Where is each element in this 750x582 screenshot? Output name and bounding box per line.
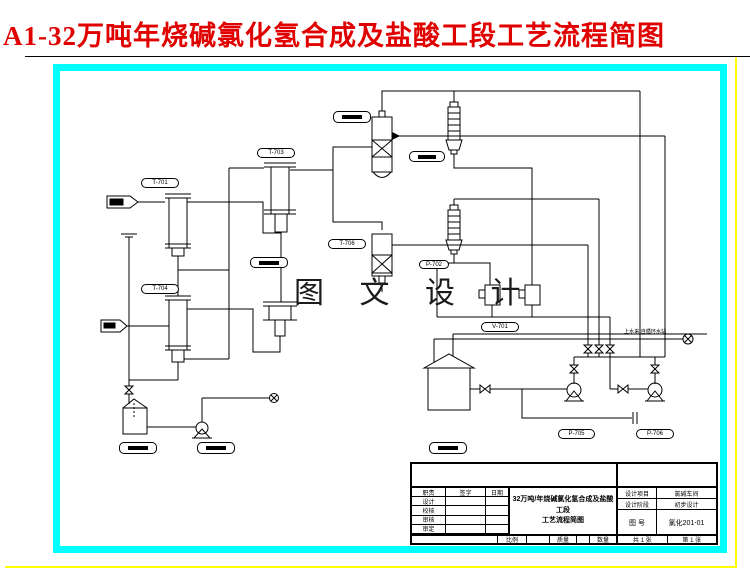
sign-header-date: 日期: [486, 488, 509, 498]
synthesis-column-lower: [371, 233, 393, 284]
qty-label: 数量: [589, 535, 616, 544]
segmented-cooler-lower: [445, 204, 463, 255]
pump-small: [192, 421, 212, 439]
equipment-tag-v-701: V-701: [481, 322, 519, 332]
drawing-title-line1: 32万吨/年烧碱氯化氢合成及盐酸工段: [512, 496, 614, 514]
pump-p706: [645, 382, 665, 402]
mass-label: 质量: [549, 535, 576, 544]
sign-row-review: 审核: [412, 515, 446, 525]
title-block-bottom-left: 比例 质量 数量: [412, 535, 616, 544]
title-block-bottom-right: 共 1 张 第 1 张: [618, 535, 717, 544]
title-block-band-line: [412, 486, 716, 488]
project-label: 设计项目: [618, 488, 657, 498]
stream-tag-solid: [333, 111, 371, 123]
blower-icon-left: [269, 393, 279, 403]
sign-row-approve: 审定: [412, 524, 446, 534]
stream-note-text: 上水来 自循环水站: [624, 329, 667, 335]
equipment-tag-p-705: P-705: [558, 429, 595, 439]
stage-value: 初步设计: [674, 502, 699, 509]
column-t704: [165, 295, 191, 363]
sign-row-design: 设计: [412, 497, 446, 507]
title-block-divider: [616, 464, 618, 543]
equipment-tag-t-706: T-706: [328, 239, 366, 249]
stream-tag-solid: [409, 151, 445, 162]
scale-label: 比例: [497, 535, 526, 544]
top-rule-line: [25, 56, 750, 57]
stream-tag-solid: [250, 257, 288, 268]
stage-label: 设计阶段: [618, 499, 657, 509]
acid-storage-tank: [422, 353, 476, 411]
equipment-tag-p-706: P-706: [636, 429, 674, 439]
feed-stream-arrow-2: [100, 319, 128, 333]
column-t703: [264, 162, 296, 233]
equipment-tag-t-701: T-701: [141, 178, 179, 188]
segmented-cooler-upper: [445, 101, 463, 155]
vent-symbol: [121, 233, 137, 238]
valve-icons: [123, 344, 661, 395]
sign-header-role: 职责: [412, 488, 446, 498]
stream-tag-solid: [429, 442, 467, 454]
collect-tank: [122, 398, 148, 435]
stream-tag-solid: [119, 442, 157, 454]
page-title: A1-32万吨年烧碱氯化氢合成及盐酸工段工艺流程简图: [3, 21, 665, 51]
feed-stream-arrow-1: [106, 195, 139, 209]
sign-header-signature: 签字: [446, 488, 486, 498]
drawing-no-value: 氯化201-01: [668, 519, 705, 527]
equipment-tag-p-702: P-702: [419, 260, 449, 269]
sheet-total: 共 1 张: [632, 537, 652, 544]
seal-pot-2: [518, 284, 541, 306]
watermark-text: 图 文 设 计: [294, 277, 535, 310]
title-block-strip-line: [412, 534, 716, 536]
seal-pot-1: [478, 284, 501, 306]
title-block: 职责 签字 日期 设计 校核 审核 审定 32万吨/年烧碱氯化氢合成及盐酸工段 …: [410, 462, 718, 545]
equipment-tag-t-703: T-703: [257, 148, 295, 158]
edge-line-bottom: [5, 566, 737, 568]
blower-icon-right: [682, 333, 694, 345]
sign-row-check: 校核: [412, 506, 446, 516]
synthesis-column-upper: [371, 110, 401, 178]
project-info: 设计项目 氯碱车间 设计阶段 初步设计 图 号 氯化201-01: [618, 488, 716, 535]
drum-vessel: [263, 301, 297, 337]
piping-lines: [127, 90, 707, 428]
equipment-tag-t-704: T-704: [141, 284, 179, 294]
sheet-number: 第 1 张: [666, 535, 717, 544]
drawing-title-cell: 32万吨/年烧碱氯化氢合成及盐酸工段 工艺流程简图: [509, 488, 616, 534]
edge-line-right: [735, 57, 737, 567]
stream-tag-solid: [197, 442, 235, 454]
drawing-title-line2: 工艺流程简图: [542, 517, 584, 525]
pump-p705: [564, 382, 584, 402]
column-t701: [165, 193, 191, 257]
signature-table: 职责 签字 日期 设计 校核 审核 审定: [412, 488, 509, 534]
project-value: 氯碱车间: [674, 491, 699, 498]
drawing-no-label: 图 号: [618, 510, 657, 535]
